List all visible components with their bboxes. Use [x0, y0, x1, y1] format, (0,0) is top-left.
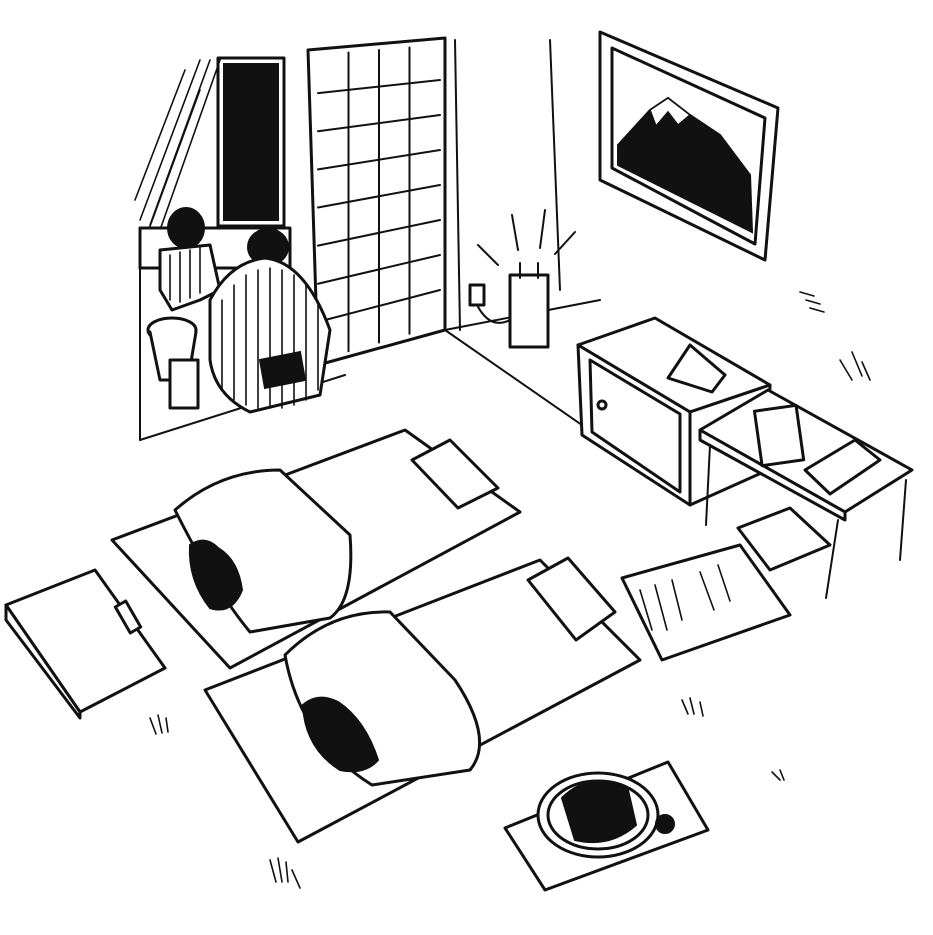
shoji-rail	[317, 254, 441, 285]
person-icon	[158, 207, 222, 312]
shoji-rail	[317, 149, 441, 171]
shoji-rail	[317, 219, 441, 247]
wall-scroll-icon	[598, 30, 780, 262]
person-icon	[208, 228, 332, 414]
cabinet-icon	[576, 316, 772, 507]
shoji-rail	[317, 184, 441, 209]
shoji-rail	[317, 289, 441, 323]
floor-hatching	[149, 291, 871, 889]
lantern-icon	[468, 209, 576, 349]
shoji-rail	[317, 114, 441, 133]
washbasin	[146, 316, 200, 410]
tray-icon	[503, 760, 710, 892]
cushion	[4, 568, 167, 720]
futon-icon	[203, 558, 642, 844]
futon-icon	[110, 428, 522, 670]
low-table-icon	[698, 388, 914, 599]
pillow-icon	[526, 556, 617, 642]
pillow-icon	[410, 438, 500, 510]
newspaper-icon	[620, 506, 832, 662]
shoji-screen-icon	[306, 36, 447, 367]
shoji-rail	[317, 79, 441, 95]
